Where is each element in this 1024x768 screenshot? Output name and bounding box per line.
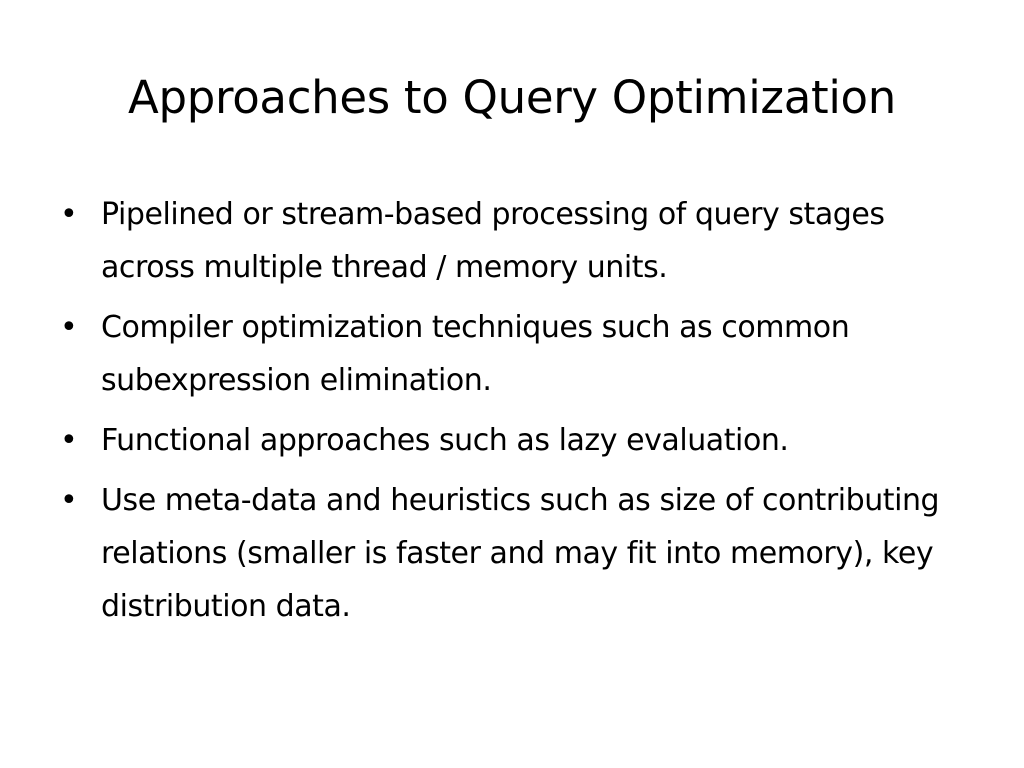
bullet-item: • Pipelined or stream-based processing o… (60, 188, 980, 294)
bullet-item: • Compiler optimization techniques such … (60, 301, 980, 407)
bullet-marker-icon: • (60, 483, 78, 518)
bullet-item: • Use meta-data and heuristics such as s… (60, 474, 980, 633)
slide-title: Approaches to Query Optimization (127, 71, 897, 124)
bullet-text: Use meta-data and heuristics such as siz… (101, 483, 940, 624)
bullet-list: • Pipelined or stream-based processing o… (60, 188, 980, 640)
bullet-marker-icon: • (60, 423, 78, 458)
bullet-marker-icon: • (60, 197, 78, 232)
bullet-item: • Functional approaches such as lazy eva… (60, 414, 980, 467)
bullet-text: Pipelined or stream-based processing of … (101, 197, 885, 285)
bullet-text: Compiler optimization techniques such as… (101, 310, 850, 398)
bullet-text: Functional approaches such as lazy evalu… (101, 423, 789, 458)
bullet-marker-icon: • (60, 310, 78, 345)
